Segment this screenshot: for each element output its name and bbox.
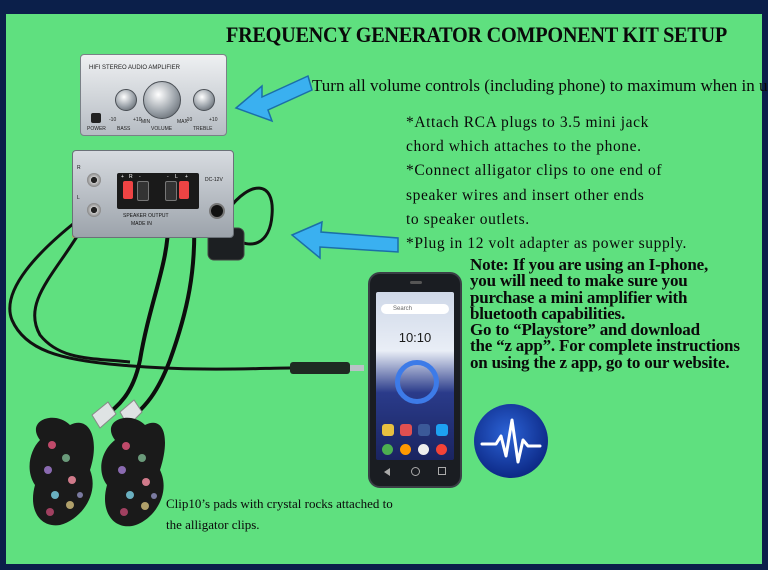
bass-max-label: +10: [133, 117, 142, 123]
note-line: you will need to make sure you: [470, 271, 688, 291]
terminal-r-plus: [123, 181, 133, 199]
amplifier-front: HIFI STEREO AUDIO AMPLIFIER POWER BASS -…: [80, 54, 227, 136]
channel-label: +: [121, 174, 124, 180]
app-icon: [418, 424, 430, 436]
step-line: to speaker outlets.: [406, 210, 530, 228]
treble-knob: [193, 89, 215, 111]
alligator-clip: [91, 401, 117, 429]
rca-jack-l: [87, 203, 101, 217]
volume-max-label: MAX: [177, 119, 188, 125]
note-line: purchase a mini amplifier with: [470, 287, 688, 307]
dock-icon: [436, 444, 447, 455]
channel-label: -: [139, 174, 141, 180]
pads-caption: Clip10’s pads with crystal rocks attache…: [166, 493, 393, 535]
phone-nav-bar: [384, 466, 446, 476]
step-line: *Connect alligator clips to one end of: [406, 162, 663, 180]
speaker-wire: [98, 217, 171, 422]
crystal-pad: [101, 417, 165, 527]
amplifier-brand: HIFI STEREO AUDIO AMPLIFIER: [89, 65, 181, 71]
aux-jack-plug: [290, 362, 350, 374]
note-line: Note: If you are using an I-phone,: [470, 255, 708, 274]
android-phone: Search 10:10: [368, 272, 462, 488]
rca-jack-r: [87, 173, 101, 187]
volume-label: VOLUME: [151, 126, 173, 132]
arrow-left-icon: [234, 74, 313, 123]
channel-label: L: [175, 174, 178, 180]
channel-label: R: [129, 174, 133, 180]
phone-clock: 10:10: [398, 330, 432, 345]
step-line: *Attach RCA plugs to 3.5 mini jack: [406, 114, 649, 131]
treble-label: TREBLE: [193, 126, 213, 132]
step-line: speaker wires and insert other ends: [406, 186, 645, 204]
made-in-label: MADE IN: [131, 221, 152, 227]
bass-min-label: -10: [109, 117, 117, 123]
amplifier-back: R L + R - - L + SPEAKER OUTPUT MADE IN D…: [72, 150, 234, 238]
volume-instruction: Turn all volume controls (including phon…: [312, 76, 768, 95]
step-line: *Plug in 12 volt adapter as power supply…: [406, 235, 688, 253]
dc-jack: [209, 203, 225, 219]
volume-knob: [143, 81, 181, 119]
phone-search-bar: Search: [381, 304, 449, 314]
pulse-line: [480, 418, 542, 464]
dock-icon: [382, 444, 393, 455]
channel-label: +: [185, 174, 188, 180]
back-icon: [384, 468, 390, 476]
dc-label: DC-12V: [205, 177, 223, 183]
frame-bottom: [0, 564, 768, 570]
power-button: [91, 113, 101, 123]
treble-min-label: -10: [185, 117, 193, 123]
dock-icon: [400, 444, 411, 455]
volume-min-label: MIN: [141, 119, 151, 125]
bass-knob: [115, 89, 137, 111]
rca-r-label: R: [77, 165, 81, 171]
note-line: bluetooth capabilities.: [470, 303, 626, 323]
app-icon: [382, 424, 394, 436]
phone-wallpaper-ring: [395, 360, 439, 404]
phone-screen: Search 10:10: [376, 292, 454, 460]
note-line: Go to “Playstore” and download: [470, 320, 700, 340]
terminal-r-minus: [137, 181, 149, 201]
note-line: the “z app”. For complete instructions: [470, 336, 740, 356]
frame-top: [0, 0, 768, 14]
frame-right: [762, 0, 768, 570]
adapter-cable: [226, 186, 274, 246]
iphone-note: Note: If you are using an I-phone, you w…: [470, 255, 740, 372]
rca-l-label: L: [77, 195, 80, 201]
dock-icon: [418, 444, 429, 455]
setup-steps: *Attach RCA plugs to 3.5 mini jack chord…: [406, 111, 687, 256]
terminal-l-minus: [165, 181, 177, 201]
phone-speaker: [410, 281, 422, 284]
app-icon: [436, 424, 448, 436]
treble-max-label: +10: [209, 117, 218, 123]
aux-cable: [8, 218, 291, 371]
speaker-output-label: SPEAKER OUTPUT: [123, 213, 169, 219]
bass-label: BASS: [117, 126, 131, 132]
caption-line: the alligator clips.: [166, 517, 260, 532]
crystal-pad: [29, 417, 94, 526]
terminal-l-plus: [179, 181, 189, 199]
frame-left: [0, 0, 6, 570]
home-icon: [411, 467, 420, 476]
app-icon: [400, 424, 412, 436]
arrow-left-icon: [290, 220, 399, 260]
page-title: FREQUENCY GENERATOR COMPONENT KIT SETUP: [226, 22, 727, 47]
channel-label: -: [167, 174, 169, 180]
caption-line: Clip10’s pads with crystal rocks attache…: [166, 496, 393, 511]
heartbeat-pulse-icon: [474, 404, 548, 478]
recents-icon: [438, 467, 446, 475]
step-line: chord which attaches to the phone.: [406, 138, 642, 156]
power-label: POWER: [87, 126, 106, 132]
note-line: on using the z app, go to our website.: [470, 352, 730, 372]
